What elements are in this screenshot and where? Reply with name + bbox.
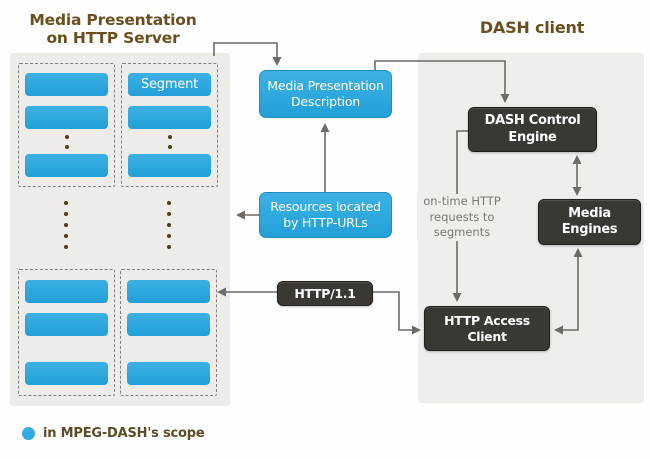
client-title: DASH client bbox=[479, 18, 585, 37]
resources-node-line1: Resources located bbox=[270, 199, 381, 214]
http-access-client-node: HTTP Access Client bbox=[424, 306, 550, 351]
segment-block bbox=[25, 154, 108, 177]
segment-block bbox=[25, 280, 108, 303]
mpd-node-line1: Media Presentation bbox=[267, 78, 384, 93]
server-title: Media Presentation on HTTP Server bbox=[18, 11, 208, 48]
resources-node-line2: by HTTP-URLs bbox=[283, 215, 368, 230]
note-line3: segments bbox=[433, 225, 491, 240]
segment-label: Segment bbox=[140, 77, 199, 92]
legend: in MPEG-DASH's scope bbox=[22, 426, 205, 441]
segment-block bbox=[127, 313, 210, 336]
note-line1: on-time HTTP bbox=[423, 194, 501, 208]
note-line2: requests to bbox=[429, 209, 495, 224]
ellipsis-dots bbox=[25, 129, 108, 154]
segment-block bbox=[128, 106, 211, 129]
segment-block bbox=[25, 362, 108, 385]
media-engines-node: Media Engines bbox=[538, 199, 641, 245]
segment-group-top-left bbox=[18, 63, 115, 187]
segment-group-bottom-right bbox=[120, 269, 217, 396]
arrow-http11-to-http-access bbox=[373, 291, 421, 335]
legend-scope-dot-icon bbox=[22, 427, 35, 440]
legend-label: in MPEG-DASH's scope bbox=[43, 426, 205, 441]
segment-block bbox=[25, 313, 108, 336]
segment-block-labeled: Segment bbox=[128, 73, 211, 96]
segment-block bbox=[127, 280, 210, 303]
resources-node: Resources located by HTTP-URLs bbox=[259, 192, 392, 238]
segment-block bbox=[128, 154, 211, 177]
mpd-node-line2: Description bbox=[291, 94, 360, 109]
segment-block bbox=[25, 73, 108, 96]
segment-block bbox=[127, 362, 210, 385]
segment-block bbox=[25, 106, 108, 129]
server-title-line2: on HTTP Server bbox=[46, 29, 180, 48]
on-time-requests-note: on-time HTTP requests to segments bbox=[417, 194, 507, 241]
dash-control-engine-node: DASH Control Engine bbox=[468, 107, 597, 152]
ellipsis-dots-column-right bbox=[167, 201, 171, 249]
dash-control-engine-line2: Engine bbox=[508, 129, 557, 145]
mpd-node: Media Presentation Description bbox=[259, 70, 392, 118]
server-title-line1: Media Presentation bbox=[29, 11, 197, 29]
segment-group-bottom-left bbox=[18, 269, 115, 396]
http11-node: HTTP/1.1 bbox=[277, 281, 373, 306]
dash-control-engine-line1: DASH Control bbox=[484, 113, 581, 129]
ellipsis-dots-column-left bbox=[64, 201, 68, 249]
segment-group-top-right: Segment bbox=[121, 63, 218, 187]
ellipsis-dots bbox=[128, 129, 211, 154]
